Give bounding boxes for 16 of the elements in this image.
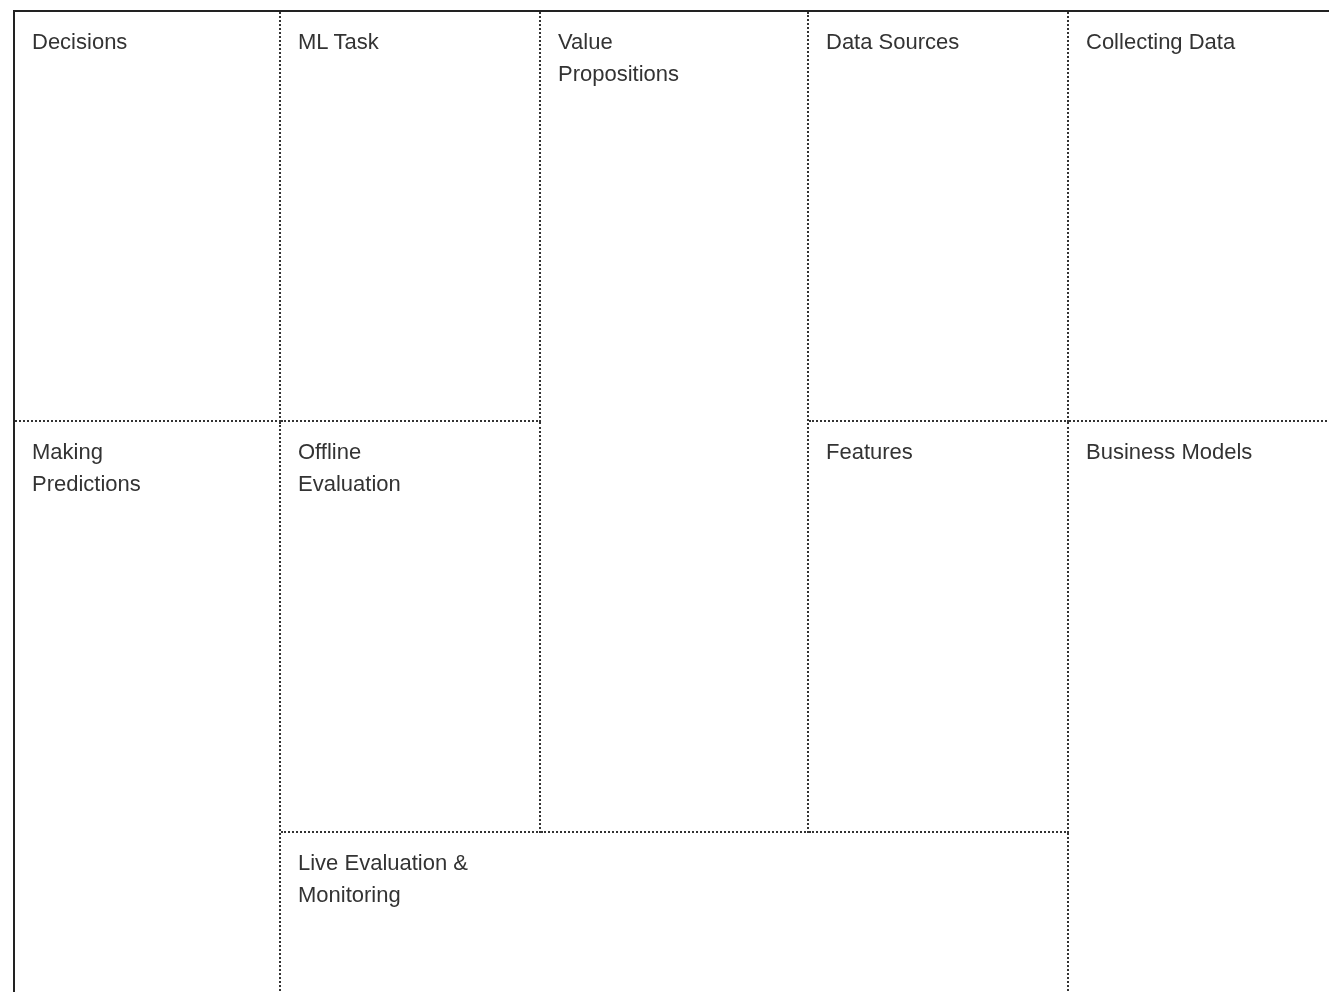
canvas-section — [15, 12, 281, 422]
canvas-section — [281, 422, 541, 833]
canvas-section — [541, 12, 809, 833]
section-heading: Value Propositions — [558, 28, 681, 88]
section-heading: Offline Evaluation — [298, 438, 402, 498]
canvas-section — [809, 422, 1069, 833]
section-heading: ML Task — [298, 28, 380, 56]
section-heading: Data Sources — [826, 28, 961, 56]
canvas-section — [809, 12, 1069, 422]
canvas-section — [281, 12, 541, 422]
section-heading: Collecting Data — [1086, 28, 1237, 56]
section-heading: Live Evaluation & Monitoring — [298, 849, 469, 909]
section-heading: Business Models — [1086, 438, 1254, 466]
section-heading: Decisions — [32, 28, 129, 56]
section-heading: Making Predictions — [32, 438, 142, 498]
section-heading: Features — [826, 438, 914, 466]
